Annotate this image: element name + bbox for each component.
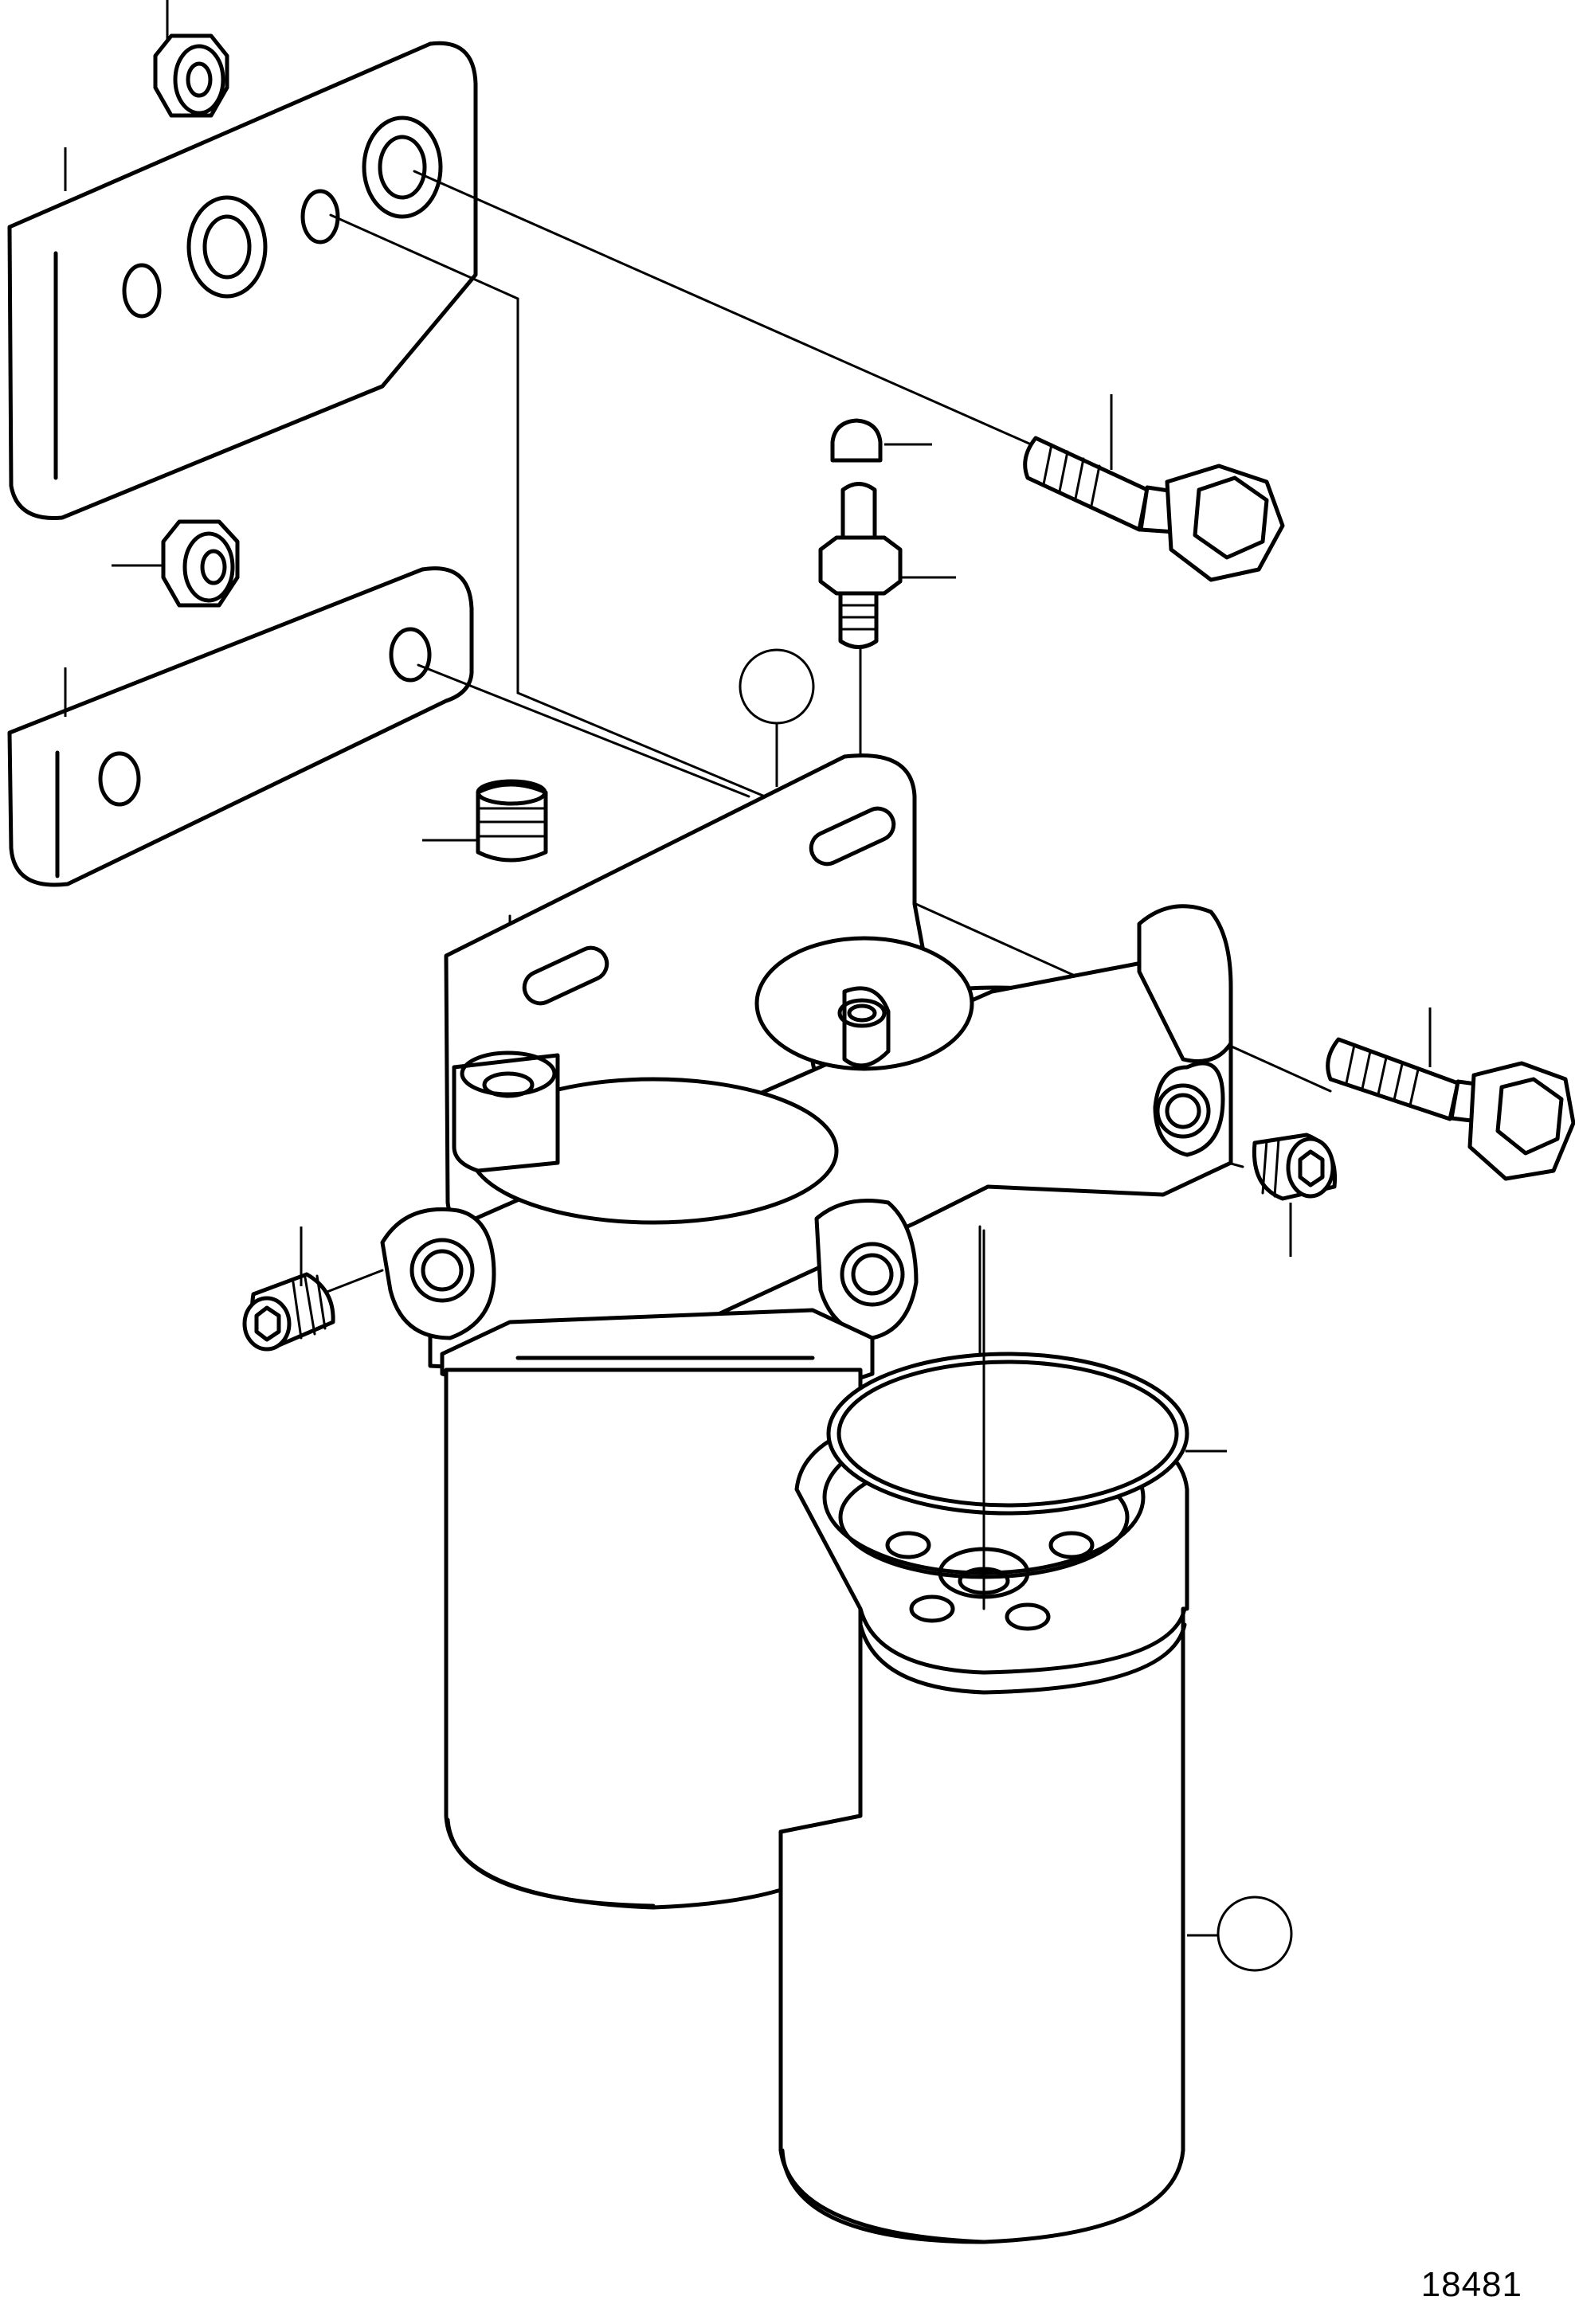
filter-head — [380, 904, 1233, 1396]
threaded-plug — [476, 779, 548, 863]
bleed-nipple — [818, 482, 903, 649]
callout-circle-bracket — [739, 648, 815, 725]
sealing-o-ring — [826, 1352, 1189, 1516]
front-filter-cartridge — [444, 1367, 863, 1910]
upper-flange-bolt — [1023, 436, 1285, 582]
left-hex-plug — [242, 1272, 335, 1352]
callout-circle-cartridge — [1217, 1896, 1293, 1972]
lower-flange-bolt — [1326, 1037, 1575, 1181]
reference-leaders — [64, 0, 1432, 1937]
lower-flange-nut — [161, 519, 240, 608]
right-hex-plug — [1252, 1133, 1338, 1201]
rear-filter-cartridge — [778, 1407, 1189, 2244]
figure-number: 18481 — [1420, 2265, 1522, 2304]
upper-mounting-plate — [7, 41, 478, 520]
upper-flange-nut — [153, 33, 229, 118]
lower-mounting-plate — [7, 566, 474, 887]
bleed-nipple-cap — [830, 418, 883, 463]
